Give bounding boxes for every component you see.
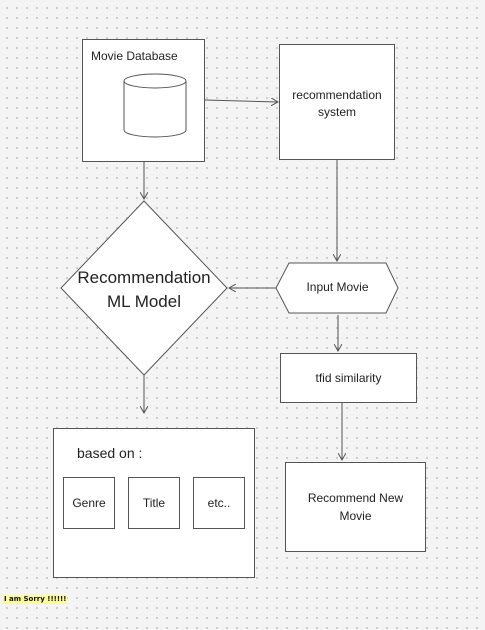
genre-label: Genre — [72, 496, 106, 510]
based-on-box: based on : Genre Title etc.. — [53, 428, 255, 578]
recommendation-system-label: recommendation system — [292, 88, 382, 119]
input-movie-label: Input Movie — [306, 280, 369, 294]
genre-box: Genre — [63, 477, 115, 529]
based-on-label: based on : — [77, 445, 143, 461]
movie-database-box: Movie Database — [82, 39, 205, 162]
database-cylinder-icon — [123, 73, 187, 138]
arrow-db-to-system — [204, 100, 278, 102]
tfid-similarity-box: tfid similarity — [280, 353, 417, 403]
tfid-similarity-label: tfid similarity — [315, 371, 382, 385]
ml-model-label: Recommendation ML Model — [77, 268, 211, 311]
ml-model-diamond — [60, 200, 228, 376]
recommend-new-movie-label: Recommend New Movie — [307, 491, 404, 523]
title-label: Title — [142, 496, 166, 510]
etc-box: etc.. — [193, 477, 245, 529]
etc-label: etc.. — [207, 496, 231, 510]
input-movie-hexagon — [275, 262, 399, 314]
title-box: Title — [128, 477, 180, 529]
recommendation-system-box: recommendation system — [279, 44, 395, 160]
movie-database-label: Movie Database — [91, 49, 178, 63]
recommend-new-movie-box: Recommend New Movie — [285, 462, 426, 552]
apology-note: I am Sorry !!!!!! — [3, 595, 68, 604]
